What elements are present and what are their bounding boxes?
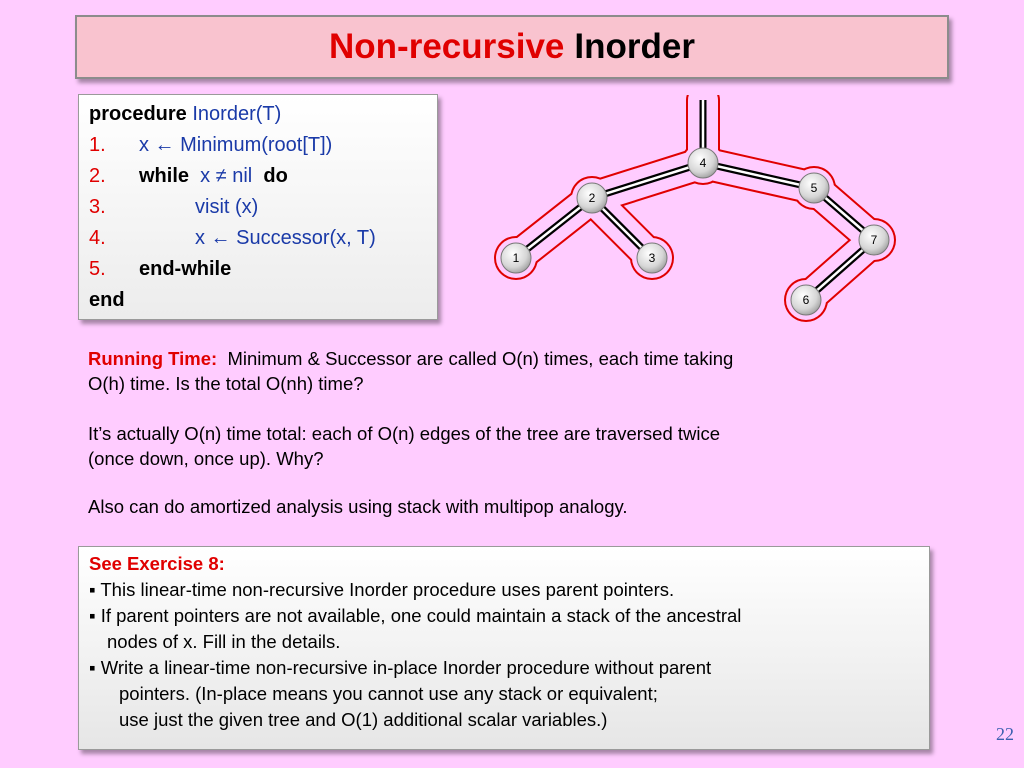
code-condition: x ≠ nil	[200, 165, 253, 187]
code-procedure-name: Inorder(T)	[192, 103, 282, 125]
binary-tree-diagram: 4 2 5 1 3 7 6	[494, 95, 896, 322]
code-line-1: 1. x ← Minimum(root[T])	[89, 130, 437, 161]
code-line-2: 2. while x ≠ nil do	[89, 161, 437, 192]
tree-node-circle	[798, 172, 830, 204]
running-time-label: Running Time:	[88, 348, 218, 369]
tree-node-label: 7	[871, 233, 878, 247]
tree-node-label: 6	[803, 293, 810, 307]
slide-title: Non-recursive Inorder	[75, 15, 949, 79]
code-line-3: 3. visit (x)	[89, 192, 437, 223]
tree-node-label: 5	[811, 181, 818, 195]
exercise-heading: See Exercise 8:	[89, 553, 225, 574]
title-part-1: Non-recursive	[329, 27, 565, 66]
tree-node-1: 1	[500, 242, 532, 274]
line-number: 2.	[89, 165, 106, 187]
exercise-bullet-3: ▪ Write a linear-time non-recursive in-p…	[89, 657, 712, 678]
tree-node-circle	[636, 242, 668, 274]
line-number: 1.	[89, 134, 106, 156]
exercise-box: See Exercise 8: ▪ This linear-time non-r…	[78, 546, 930, 750]
tree-edge-inner	[702, 161, 815, 190]
code-keyword-end-while: end-while	[139, 258, 232, 280]
tree-node-6: 6	[790, 284, 822, 316]
tree-node-label: 1	[513, 251, 520, 265]
tree-node-label: 2	[589, 191, 596, 205]
pseudocode-box: procedure Inorder(T) 1. x ← Minimum(root…	[78, 94, 438, 320]
tree-edge-inner	[515, 197, 593, 259]
exercise-bullet-2-cont: nodes of x. Fill in the details.	[107, 631, 341, 652]
exercise-bullet-3-cont-2: use just the given tree and O(1) additio…	[119, 709, 608, 730]
code-keyword-end: end	[89, 289, 125, 311]
code-keyword-procedure: procedure	[89, 103, 187, 125]
running-time-text-2: O(h) time. Is the total O(nh) time?	[88, 373, 364, 394]
line-number: 3.	[89, 196, 106, 218]
code-text: x ← Minimum(root[T])	[139, 134, 333, 156]
code-end: end	[89, 285, 437, 316]
tree-node-4: 4	[687, 147, 719, 179]
page-number: 22	[996, 724, 1014, 744]
tree-node-circle	[858, 224, 890, 256]
running-time-text-1: Minimum & Successor are called O(n) time…	[227, 348, 734, 369]
exercise-bullet-3-cont-1: pointers. (In-place means you cannot use…	[119, 683, 658, 704]
tree-node-circle	[576, 182, 608, 214]
tree-node-2: 2	[576, 182, 608, 214]
code-keyword-do: do	[263, 165, 288, 187]
tree-node-circle	[790, 284, 822, 316]
line-number: 4.	[89, 227, 106, 249]
code-line-4: 4. x ← Successor(x, T)	[89, 223, 437, 254]
code-line-5: 5. end-while	[89, 254, 437, 285]
explanation-paragraph: It’s actually O(n) time total: each of O…	[88, 421, 948, 471]
code-keyword-while: while	[139, 165, 190, 187]
tree-node-label: 4	[700, 156, 707, 170]
exercise-bullet-1: ▪ This linear-time non-recursive Inorder…	[89, 579, 675, 600]
tree-node-3: 3	[636, 242, 668, 274]
line-number: 5.	[89, 258, 106, 280]
explanation-line-2: (once down, once up). Why?	[88, 448, 324, 469]
explanation-line-1: It’s actually O(n) time total: each of O…	[88, 423, 721, 444]
code-header: procedure Inorder(T)	[89, 99, 437, 130]
code-text: x ← Successor(x, T)	[195, 227, 376, 249]
exercise-bullet-2: ▪ If parent pointers are not available, …	[89, 605, 742, 626]
tree-node-circle	[500, 242, 532, 274]
code-text: visit (x)	[195, 196, 259, 218]
tree-node-label: 3	[649, 251, 656, 265]
tree-edge-inner	[591, 161, 704, 200]
tree-node-7: 7	[858, 224, 890, 256]
running-time-paragraph: Running Time: Minimum & Successor are ca…	[88, 346, 948, 396]
title-part-2: Inorder	[574, 27, 695, 66]
tree-node-5: 5	[798, 172, 830, 204]
amortized-paragraph: Also can do amortized analysis using sta…	[88, 496, 628, 517]
tree-node-circle	[687, 147, 719, 179]
